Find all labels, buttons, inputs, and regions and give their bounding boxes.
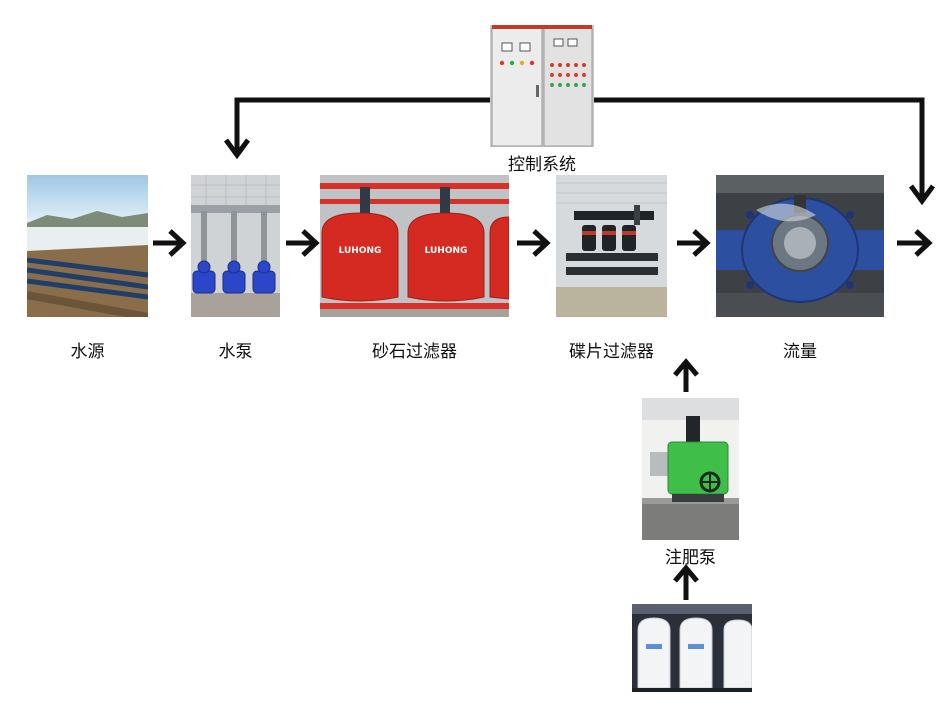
water-source-photo (27, 175, 148, 317)
water-pump-photo (191, 175, 280, 317)
arrow-sand-to-disc (517, 229, 551, 257)
water-source-label: 水源 (70, 342, 105, 362)
control-to-outlet-arrowhead (908, 184, 936, 206)
control-system-label: 控制系统 (508, 155, 576, 175)
water-pump-label: 水泵 (218, 342, 253, 362)
arrow-fertpump-to-disc (673, 358, 699, 392)
fertilizer-tanks-photo (632, 604, 752, 692)
disc-filter-label: 碟片过滤器 (569, 342, 654, 362)
fertilizer-pump-photo (642, 398, 739, 540)
arrow-flow-to-outlet (897, 229, 933, 257)
sand-filter-brand-left: LUHONG (339, 246, 382, 256)
control-cabinet-photo (490, 25, 594, 147)
sand-filter-label: 砂石过滤器 (372, 342, 457, 362)
arrow-pump-to-sand (286, 229, 320, 257)
sand-filter-brand-right: LUHONG (425, 246, 468, 256)
fertilizer-pump-label: 注肥泵 (665, 548, 716, 568)
flow-meter-photo (716, 175, 884, 317)
flow-label: 流量 (783, 342, 817, 362)
control-to-pump-line (234, 97, 490, 152)
sand-filter-photo: LUHONG LUHONG (320, 175, 509, 317)
disc-filter-photo (556, 175, 667, 317)
arrow-disc-to-flow (677, 229, 711, 257)
arrow-tanks-to-fertpump (673, 564, 699, 600)
control-to-outlet-line (594, 97, 925, 198)
arrow-source-to-pump (153, 229, 187, 257)
control-to-pump-arrowhead (223, 138, 251, 160)
